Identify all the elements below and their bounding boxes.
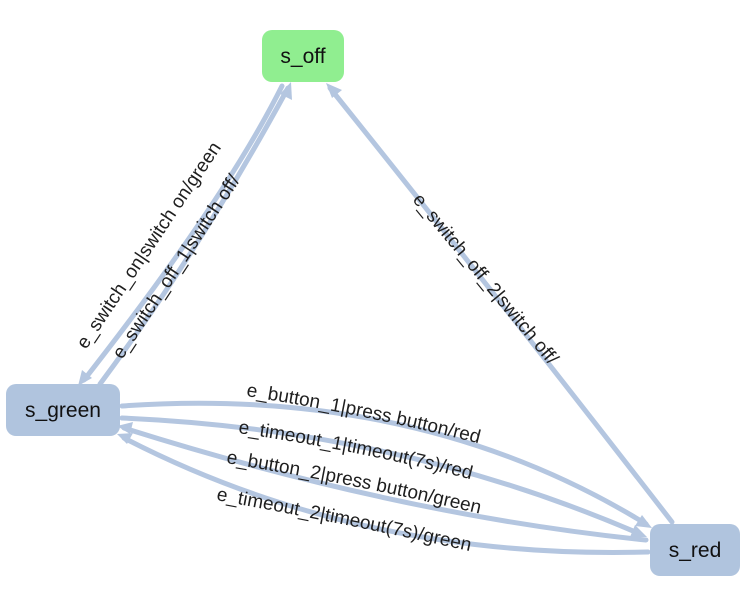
arrowhead xyxy=(117,433,133,444)
arrowhead xyxy=(326,83,342,98)
edge-s_off-to-s_green: e_switch_on|switch on/green xyxy=(73,83,285,386)
edge-line xyxy=(121,425,649,543)
arrowhead xyxy=(630,525,647,537)
state-node-s_red[interactable]: s_red xyxy=(650,524,740,576)
arrowhead xyxy=(635,515,652,528)
state-node-s_off[interactable]: s_off xyxy=(262,30,344,82)
svg-text:e_switch_off_2|switch off/: e_switch_off_2|switch off/ xyxy=(408,190,562,370)
edge-label-switch-off-2: e_switch_off_2|switch off/ xyxy=(408,190,562,370)
arrowhead xyxy=(280,82,292,100)
node-label: s_green xyxy=(25,399,101,422)
edge-line xyxy=(119,400,649,527)
node-box xyxy=(650,524,740,576)
arrowhead xyxy=(117,422,133,434)
node-label: s_off xyxy=(280,45,325,68)
edge-line xyxy=(327,85,675,525)
node-box xyxy=(6,384,120,436)
edge-line xyxy=(97,85,291,387)
arrowhead xyxy=(78,370,92,386)
edge-s_green-to-s_off: e_switch_off_1|switch off/ xyxy=(97,82,292,387)
edge-line xyxy=(119,415,643,537)
edge-line xyxy=(81,83,285,383)
edge-line xyxy=(121,435,651,555)
node-label: s_red xyxy=(669,539,722,562)
node-box xyxy=(262,30,344,82)
state-node-s_green[interactable]: s_green xyxy=(6,384,120,436)
